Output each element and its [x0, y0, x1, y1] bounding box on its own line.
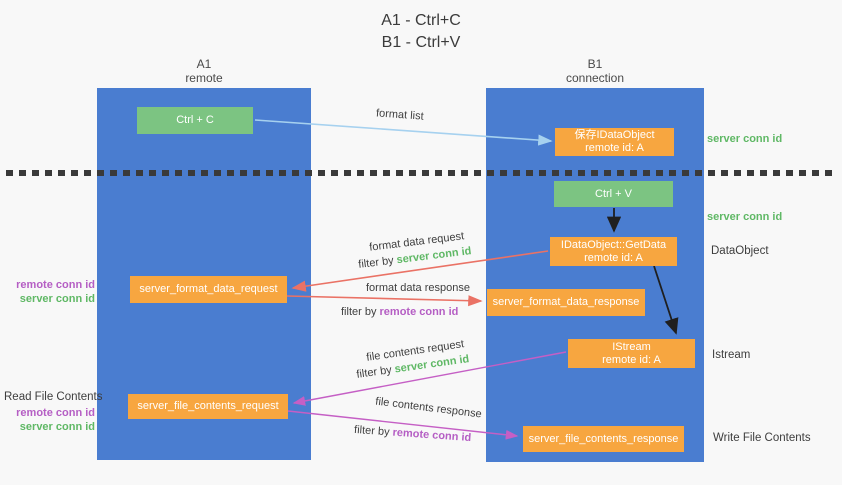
diagram-title: A1 - Ctrl+C B1 - Ctrl+V [0, 10, 842, 54]
edge-label-format-data-response: format data response [366, 282, 470, 294]
node-server-format-data-response: server_format_data_response [487, 289, 645, 316]
left-server-conn-id-1: server conn id [19, 293, 95, 305]
node-getdata-remote-id: remote id: A [584, 251, 643, 264]
column-header-a1: A1 remote [97, 57, 311, 85]
left-conn-id-block-format: remote conn id server conn id [0, 278, 95, 306]
node-save-idataobject: 保存IDataObject remote id: A [555, 128, 674, 156]
right-server-conn-id-2: server conn id [707, 211, 783, 223]
filter-by-text: filter by [355, 363, 396, 381]
edge-label-file-contents-response: file contents response [374, 395, 483, 421]
column-header-b1: B1 connection [486, 57, 704, 85]
node-save-idataobject-remote-id: remote id: A [585, 142, 644, 154]
node-save-idataobject-title: 保存IDataObject [574, 129, 655, 141]
arrow-format-data-response [286, 295, 483, 307]
node-ctrl-c: Ctrl + C [137, 107, 253, 134]
edge-label-filter-file-response: filter by remote conn id [354, 424, 472, 444]
right-label-dataobject: DataObject [711, 245, 769, 257]
filter-by-text: filter by [353, 423, 393, 439]
remote-conn-id-text: remote conn id [392, 426, 472, 445]
node-format-response-label: server_format_data_response [492, 296, 640, 308]
column-a1-id: A1 [196, 57, 212, 71]
title-line-b1: B1 - Ctrl+V [381, 34, 461, 51]
session-separator-line [6, 170, 838, 176]
left-conn-id-block-file: remote conn id server conn id [0, 406, 95, 434]
node-file-request-label: server_file_contents_request [137, 400, 279, 412]
column-a1-name: remote [185, 71, 223, 85]
remote-conn-id-text: remote conn id [379, 306, 459, 318]
node-format-request-label: server_format_data_request [139, 283, 278, 295]
title-line-a1: A1 - Ctrl+C [381, 12, 461, 29]
filter-by-text: filter by [341, 306, 380, 318]
column-b1-name: connection [565, 71, 625, 85]
left-server-conn-id-2: server conn id [19, 421, 95, 433]
node-idataobject-getdata: IDataObject::GetData remote id: A [550, 237, 677, 266]
edge-label-filter-format-response: filter by remote conn id [341, 306, 458, 318]
node-server-file-contents-request: server_file_contents_request [128, 394, 288, 419]
node-server-file-contents-response: server_file_contents_response [523, 426, 684, 452]
node-ctrl-c-label: Ctrl + C [176, 114, 214, 126]
right-label-write-file-contents: Write File Contents [713, 432, 811, 444]
node-server-format-data-request: server_format_data_request [130, 276, 287, 303]
left-remote-conn-id-2: remote conn id [16, 407, 95, 419]
column-b1-id: B1 [587, 57, 603, 71]
node-file-response-label: server_file_contents_response [528, 432, 679, 445]
left-label-read-file-contents: Read File Contents [4, 391, 103, 403]
right-server-conn-id-1: server conn id [707, 133, 783, 145]
node-istream-remote-id: remote id: A [602, 353, 661, 366]
filter-by-text: filter by [357, 254, 398, 271]
node-ctrl-v: Ctrl + V [554, 181, 673, 207]
node-istream-title: IStream [612, 340, 651, 353]
left-remote-conn-id-1: remote conn id [16, 279, 95, 291]
node-istream: IStream remote id: A [568, 339, 695, 368]
right-label-istream: Istream [712, 349, 751, 361]
node-ctrl-v-label: Ctrl + V [595, 187, 632, 200]
node-getdata-title: IDataObject::GetData [560, 238, 667, 251]
edge-label-format-list: format list [375, 107, 425, 123]
